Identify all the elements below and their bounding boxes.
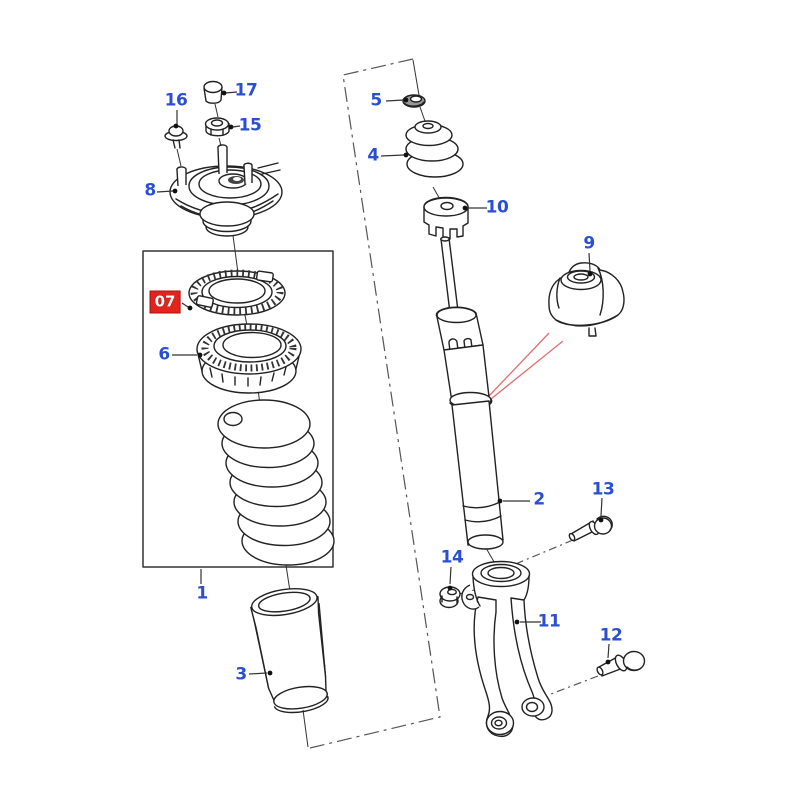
group-box-spring-assembly: [142, 250, 334, 568]
part-coil-spring-1: [217, 399, 335, 566]
callout-4[interactable]: 4: [367, 145, 379, 166]
assembly-axis-line: [309, 58, 441, 749]
callout-3[interactable]: 3: [235, 664, 247, 685]
part-bearing-ring-07: [188, 269, 286, 316]
part-cap-17: [203, 80, 223, 104]
part-spring-seat-6: [196, 323, 302, 394]
callout-5[interactable]: 5: [370, 90, 382, 111]
part-washer-5: [402, 94, 426, 108]
part-dust-cover-3: [250, 587, 329, 714]
callout-16[interactable]: 16: [164, 90, 188, 111]
part-nut-15: [204, 117, 230, 137]
callout-11[interactable]: 11: [537, 611, 561, 632]
bolt12-axis-line: [550, 675, 599, 695]
part-pin-16: [164, 125, 188, 149]
part-nut-14: [439, 586, 461, 609]
leader-lines: [156, 90, 611, 676]
part-shock-absorber-2: [435, 236, 504, 550]
callout-6[interactable]: 6: [158, 344, 170, 365]
part-bolt-12: [596, 650, 646, 677]
reference-lines: [487, 332, 564, 400]
callout-13[interactable]: 13: [591, 479, 615, 500]
callout-12[interactable]: 12: [599, 625, 623, 646]
callout-8[interactable]: 8: [144, 180, 156, 201]
callout-17[interactable]: 17: [234, 80, 258, 101]
part-bolt-13: [568, 515, 613, 542]
part-fork-11: [461, 560, 553, 738]
callout-07-highlighted[interactable]: 07: [149, 290, 181, 314]
callout-14[interactable]: 14: [440, 547, 464, 568]
callout-9[interactable]: 9: [583, 233, 595, 254]
callout-10[interactable]: 10: [485, 197, 509, 218]
part-bump-stop-4: [405, 120, 464, 178]
callout-1[interactable]: 1: [196, 583, 208, 604]
callout-2[interactable]: 2: [533, 489, 545, 510]
callout-15[interactable]: 15: [238, 115, 262, 136]
part-upper-mount-9: [548, 262, 625, 337]
part-top-mount-8: [169, 144, 283, 237]
part-castellated-cap-10: [423, 196, 469, 240]
